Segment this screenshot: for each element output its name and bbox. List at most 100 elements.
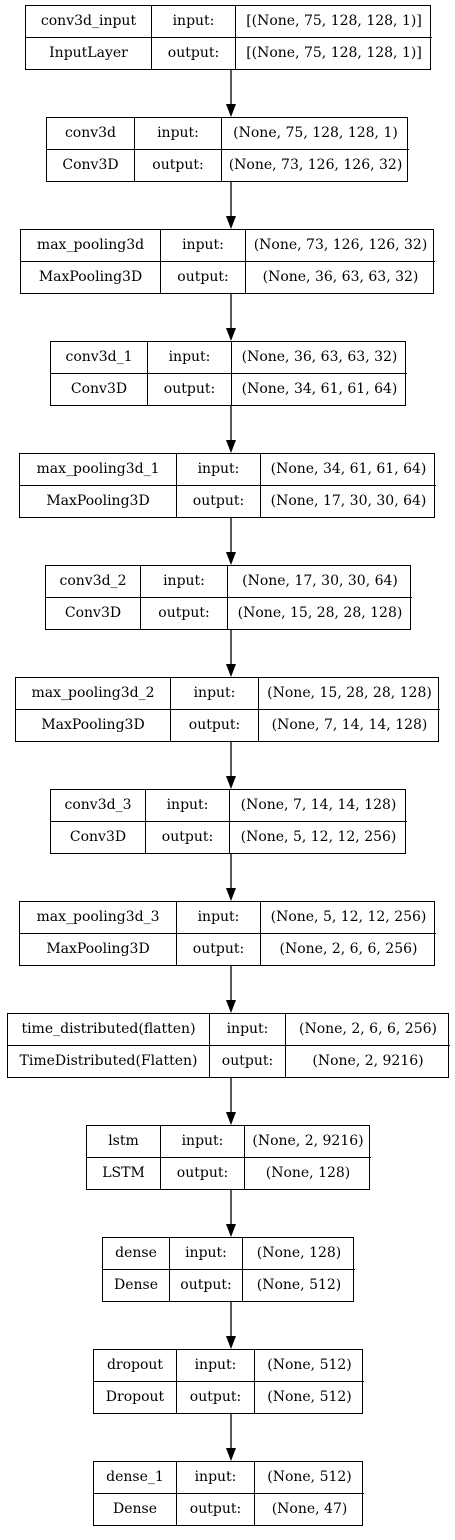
input-shape: (None, 75, 128, 128, 1) bbox=[222, 118, 409, 150]
connector-arrow bbox=[226, 518, 236, 565]
layer-type: MaxPooling3D bbox=[20, 933, 177, 965]
input-shape: (None, 2, 6, 6, 256) bbox=[286, 1014, 450, 1046]
connector-arrow bbox=[226, 742, 236, 789]
layer-name: conv3d bbox=[47, 118, 135, 150]
input-shape: (None, 512) bbox=[255, 1462, 364, 1494]
layer-type: Dense bbox=[94, 1493, 177, 1525]
output-shape: [(None, 75, 128, 128, 1)] bbox=[246, 45, 422, 62]
output-label: output: bbox=[177, 485, 261, 517]
output-label: output: bbox=[161, 1157, 245, 1189]
layer-name: dense bbox=[103, 1238, 170, 1270]
input-label: input: bbox=[210, 1014, 286, 1046]
output-label: output: bbox=[161, 261, 246, 293]
layer-name: dropout bbox=[94, 1350, 177, 1382]
layer-type: Conv3D bbox=[46, 597, 141, 629]
input-shape: (None, 34, 61, 61, 64) bbox=[261, 454, 436, 486]
output-label: output: bbox=[152, 37, 236, 69]
input-label: input: bbox=[177, 1350, 255, 1382]
connector-arrow bbox=[226, 1190, 236, 1237]
connector-arrow bbox=[226, 854, 236, 901]
input-label: input: bbox=[161, 1126, 245, 1158]
connector-arrow bbox=[226, 182, 236, 229]
input-label: input: bbox=[148, 342, 232, 374]
input-shape: (None, 73, 126, 126, 32) bbox=[246, 230, 435, 262]
output-label: output: bbox=[177, 1493, 255, 1525]
input-label: input: bbox=[146, 790, 230, 822]
output-label: output: bbox=[148, 373, 232, 405]
input-shape: [(None, 75, 128, 128, 1)] bbox=[236, 6, 432, 38]
layer-name: max_pooling3d_3 bbox=[20, 902, 177, 934]
output-shape: (None, 5, 12, 12, 256) bbox=[240, 829, 397, 846]
input-shape: (None, 7, 14, 14, 128) bbox=[230, 790, 407, 822]
layer-type: Conv3D bbox=[51, 373, 148, 405]
layer-type: MaxPooling3D bbox=[20, 485, 177, 517]
layer-name: conv3d_1 bbox=[51, 342, 148, 374]
input-shape: (None, 17, 30, 30, 64) bbox=[228, 566, 412, 598]
input-label: input: bbox=[161, 230, 246, 262]
layer-type: InputLayer bbox=[26, 37, 152, 69]
input-shape: (None, 128) bbox=[243, 1238, 355, 1270]
layer-node: time_distributed(flatten)input:(None, 2,… bbox=[7, 1013, 450, 1078]
input-shape: (None, 36, 63, 63, 32) bbox=[232, 342, 407, 374]
layer-name: max_pooling3d_1 bbox=[20, 454, 177, 486]
layer-type: LSTM bbox=[87, 1157, 161, 1189]
output-shape: (None, 2, 9216) bbox=[312, 1053, 424, 1070]
output-label: output: bbox=[170, 1269, 243, 1301]
input-label: input: bbox=[141, 566, 228, 598]
output-shape: (None, 15, 28, 28, 128) bbox=[237, 605, 403, 622]
input-shape: (None, 5, 12, 12, 256) bbox=[261, 902, 436, 934]
connector-arrow bbox=[226, 1078, 236, 1125]
output-shape: (None, 34, 61, 61, 64) bbox=[241, 381, 398, 398]
connector-arrow bbox=[226, 70, 236, 117]
input-label: input: bbox=[177, 1462, 255, 1494]
output-shape: (None, 73, 126, 126, 32) bbox=[228, 157, 403, 174]
layer-name: lstm bbox=[87, 1126, 161, 1158]
connector-arrow bbox=[226, 630, 236, 677]
output-shape: (None, 7, 14, 14, 128) bbox=[271, 717, 428, 734]
layer-type: TimeDistributed(Flatten) bbox=[8, 1045, 210, 1077]
output-label: output: bbox=[146, 821, 230, 853]
input-shape: (None, 15, 28, 28, 128) bbox=[259, 678, 440, 710]
layer-name: conv3d_3 bbox=[51, 790, 146, 822]
connector-arrow bbox=[226, 1302, 236, 1349]
layer-type: MaxPooling3D bbox=[21, 261, 161, 293]
output-label: output: bbox=[171, 709, 259, 741]
layer-name: max_pooling3d_2 bbox=[16, 678, 171, 710]
layer-name: dense_1 bbox=[94, 1462, 177, 1494]
output-shape: (None, 2, 6, 6, 256) bbox=[279, 941, 418, 958]
output-shape: (None, 36, 63, 63, 32) bbox=[262, 269, 419, 286]
connector-arrow bbox=[226, 406, 236, 453]
input-label: input: bbox=[177, 902, 261, 934]
layer-name: conv3d_input bbox=[26, 6, 152, 38]
layer-type: Conv3D bbox=[47, 149, 135, 181]
layer-type: Conv3D bbox=[51, 821, 146, 853]
output-label: output: bbox=[141, 597, 228, 629]
input-label: input: bbox=[177, 454, 261, 486]
output-label: output: bbox=[210, 1045, 286, 1077]
layer-type: MaxPooling3D bbox=[16, 709, 171, 741]
connector-arrow bbox=[226, 966, 236, 1013]
layer-type: Dense bbox=[103, 1269, 170, 1301]
layer-type: Dropout bbox=[94, 1381, 177, 1413]
layer-name: time_distributed(flatten) bbox=[8, 1014, 210, 1046]
input-shape: (None, 512) bbox=[255, 1350, 364, 1382]
input-shape: (None, 2, 9216) bbox=[245, 1126, 371, 1158]
output-label: output: bbox=[135, 149, 222, 181]
output-label: output: bbox=[177, 1381, 255, 1413]
output-shape: (None, 128) bbox=[265, 1165, 351, 1182]
layer-name: max_pooling3d bbox=[21, 230, 161, 262]
